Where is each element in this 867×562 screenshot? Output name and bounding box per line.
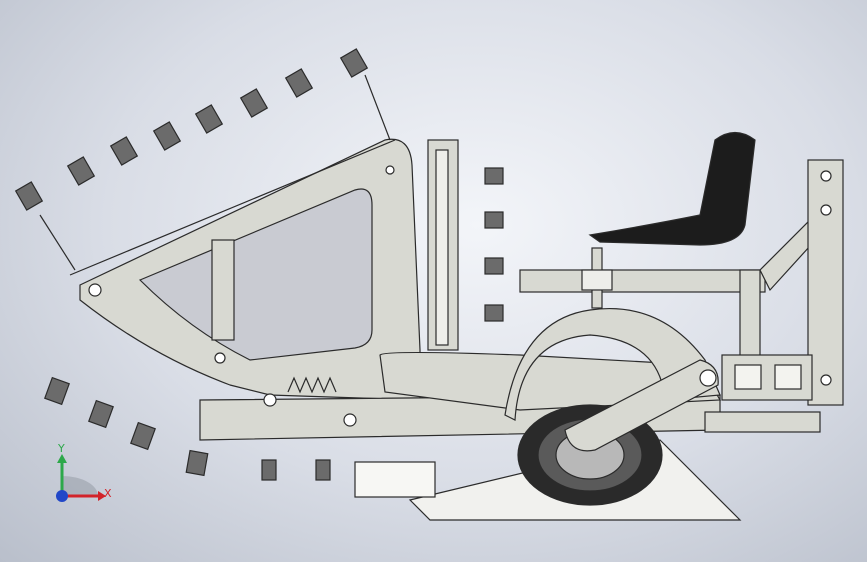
z-axis-origin: [56, 490, 68, 502]
rear-crossbar: [704, 411, 821, 433]
seat-clamp: [581, 269, 613, 291]
x-axis-label: X: [104, 487, 112, 500]
y-axis-label: Y: [57, 442, 65, 455]
coordinate-triad: X Y: [56, 442, 112, 502]
upper-planting-cups: [14, 48, 369, 211]
transplanter-assembly[interactable]: [14, 48, 844, 521]
x-axis-arrowhead: [98, 491, 106, 501]
tension-spring: [287, 376, 337, 394]
column-planting-cups: [484, 167, 504, 322]
rear-mast: [807, 159, 844, 406]
hitch-slot-right: [774, 364, 802, 390]
lower-planting-cups: [44, 376, 331, 481]
seat-post-beam: [519, 269, 766, 293]
pivot-holes: [88, 165, 832, 427]
triad-shadow: [62, 476, 98, 496]
wheel-arm: [564, 359, 719, 452]
furrow-block: [354, 461, 436, 498]
main-frame-window: [138, 188, 373, 361]
frame-brace: [211, 239, 235, 341]
column-rail: [435, 149, 449, 346]
hitch-slot-left: [734, 364, 762, 390]
seat[interactable]: [588, 131, 756, 246]
y-axis-arrowhead: [57, 454, 67, 463]
upper-chain: [39, 74, 396, 276]
